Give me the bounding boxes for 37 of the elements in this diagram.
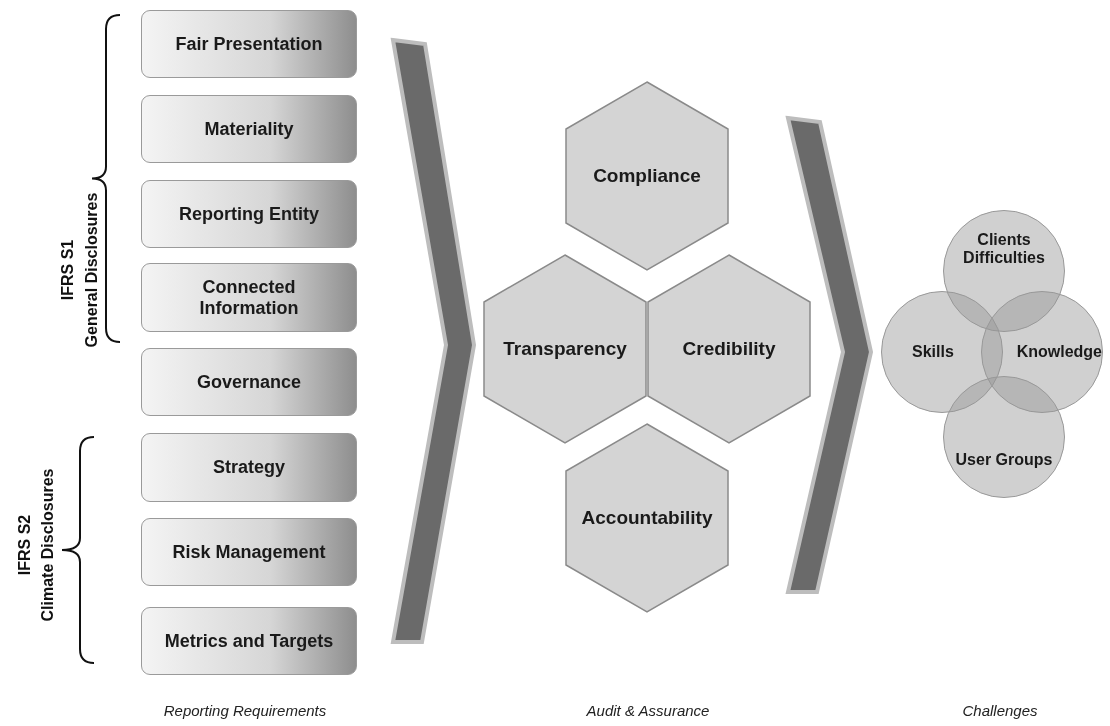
group-label: IFRS S1 xyxy=(59,239,78,301)
node-label: Reporting Entity xyxy=(179,203,319,225)
node-label: Credibility xyxy=(682,338,776,360)
group-label: IFRS S2 xyxy=(16,514,35,576)
node-label: Skills xyxy=(912,343,954,361)
requirement-box xyxy=(141,10,357,78)
node-label: Materiality xyxy=(204,118,294,140)
node-label: Knowledge xyxy=(1016,343,1102,361)
node-label: Fair Presentation xyxy=(175,33,323,55)
column-caption: Reporting Requirements xyxy=(163,701,327,719)
hexagon xyxy=(647,254,811,444)
group-label: Climate Disclosures xyxy=(39,468,57,622)
node-label: Strategy xyxy=(213,457,285,478)
hexagon xyxy=(483,254,647,444)
column-caption: Challenges xyxy=(962,701,1038,719)
requirement-box xyxy=(141,518,357,586)
requirement-box xyxy=(141,95,357,163)
node-label: Accountability xyxy=(581,507,713,529)
node-label: Connected Information xyxy=(198,276,300,319)
node-label: User Groups xyxy=(955,451,1053,469)
chevron-arrow xyxy=(785,115,874,594)
requirement-box xyxy=(141,348,357,416)
requirement-box xyxy=(141,180,357,248)
column-caption: Audit & Assurance xyxy=(586,701,710,719)
node-label: Governance xyxy=(196,371,301,393)
group-label: General Disclosures xyxy=(82,192,101,348)
node-label: Risk Management xyxy=(172,541,326,563)
node-label: Transparency xyxy=(503,338,627,360)
node-label: Compliance xyxy=(593,165,701,187)
hexagon xyxy=(565,423,729,613)
requirement-box xyxy=(141,263,357,332)
chevron-arrow xyxy=(390,37,477,644)
requirement-box xyxy=(141,433,357,502)
node-label: Clients Difficulties xyxy=(962,231,1046,267)
hexagon xyxy=(565,81,729,271)
node-label: Metrics and Targets xyxy=(164,630,334,652)
requirement-box xyxy=(141,607,357,675)
